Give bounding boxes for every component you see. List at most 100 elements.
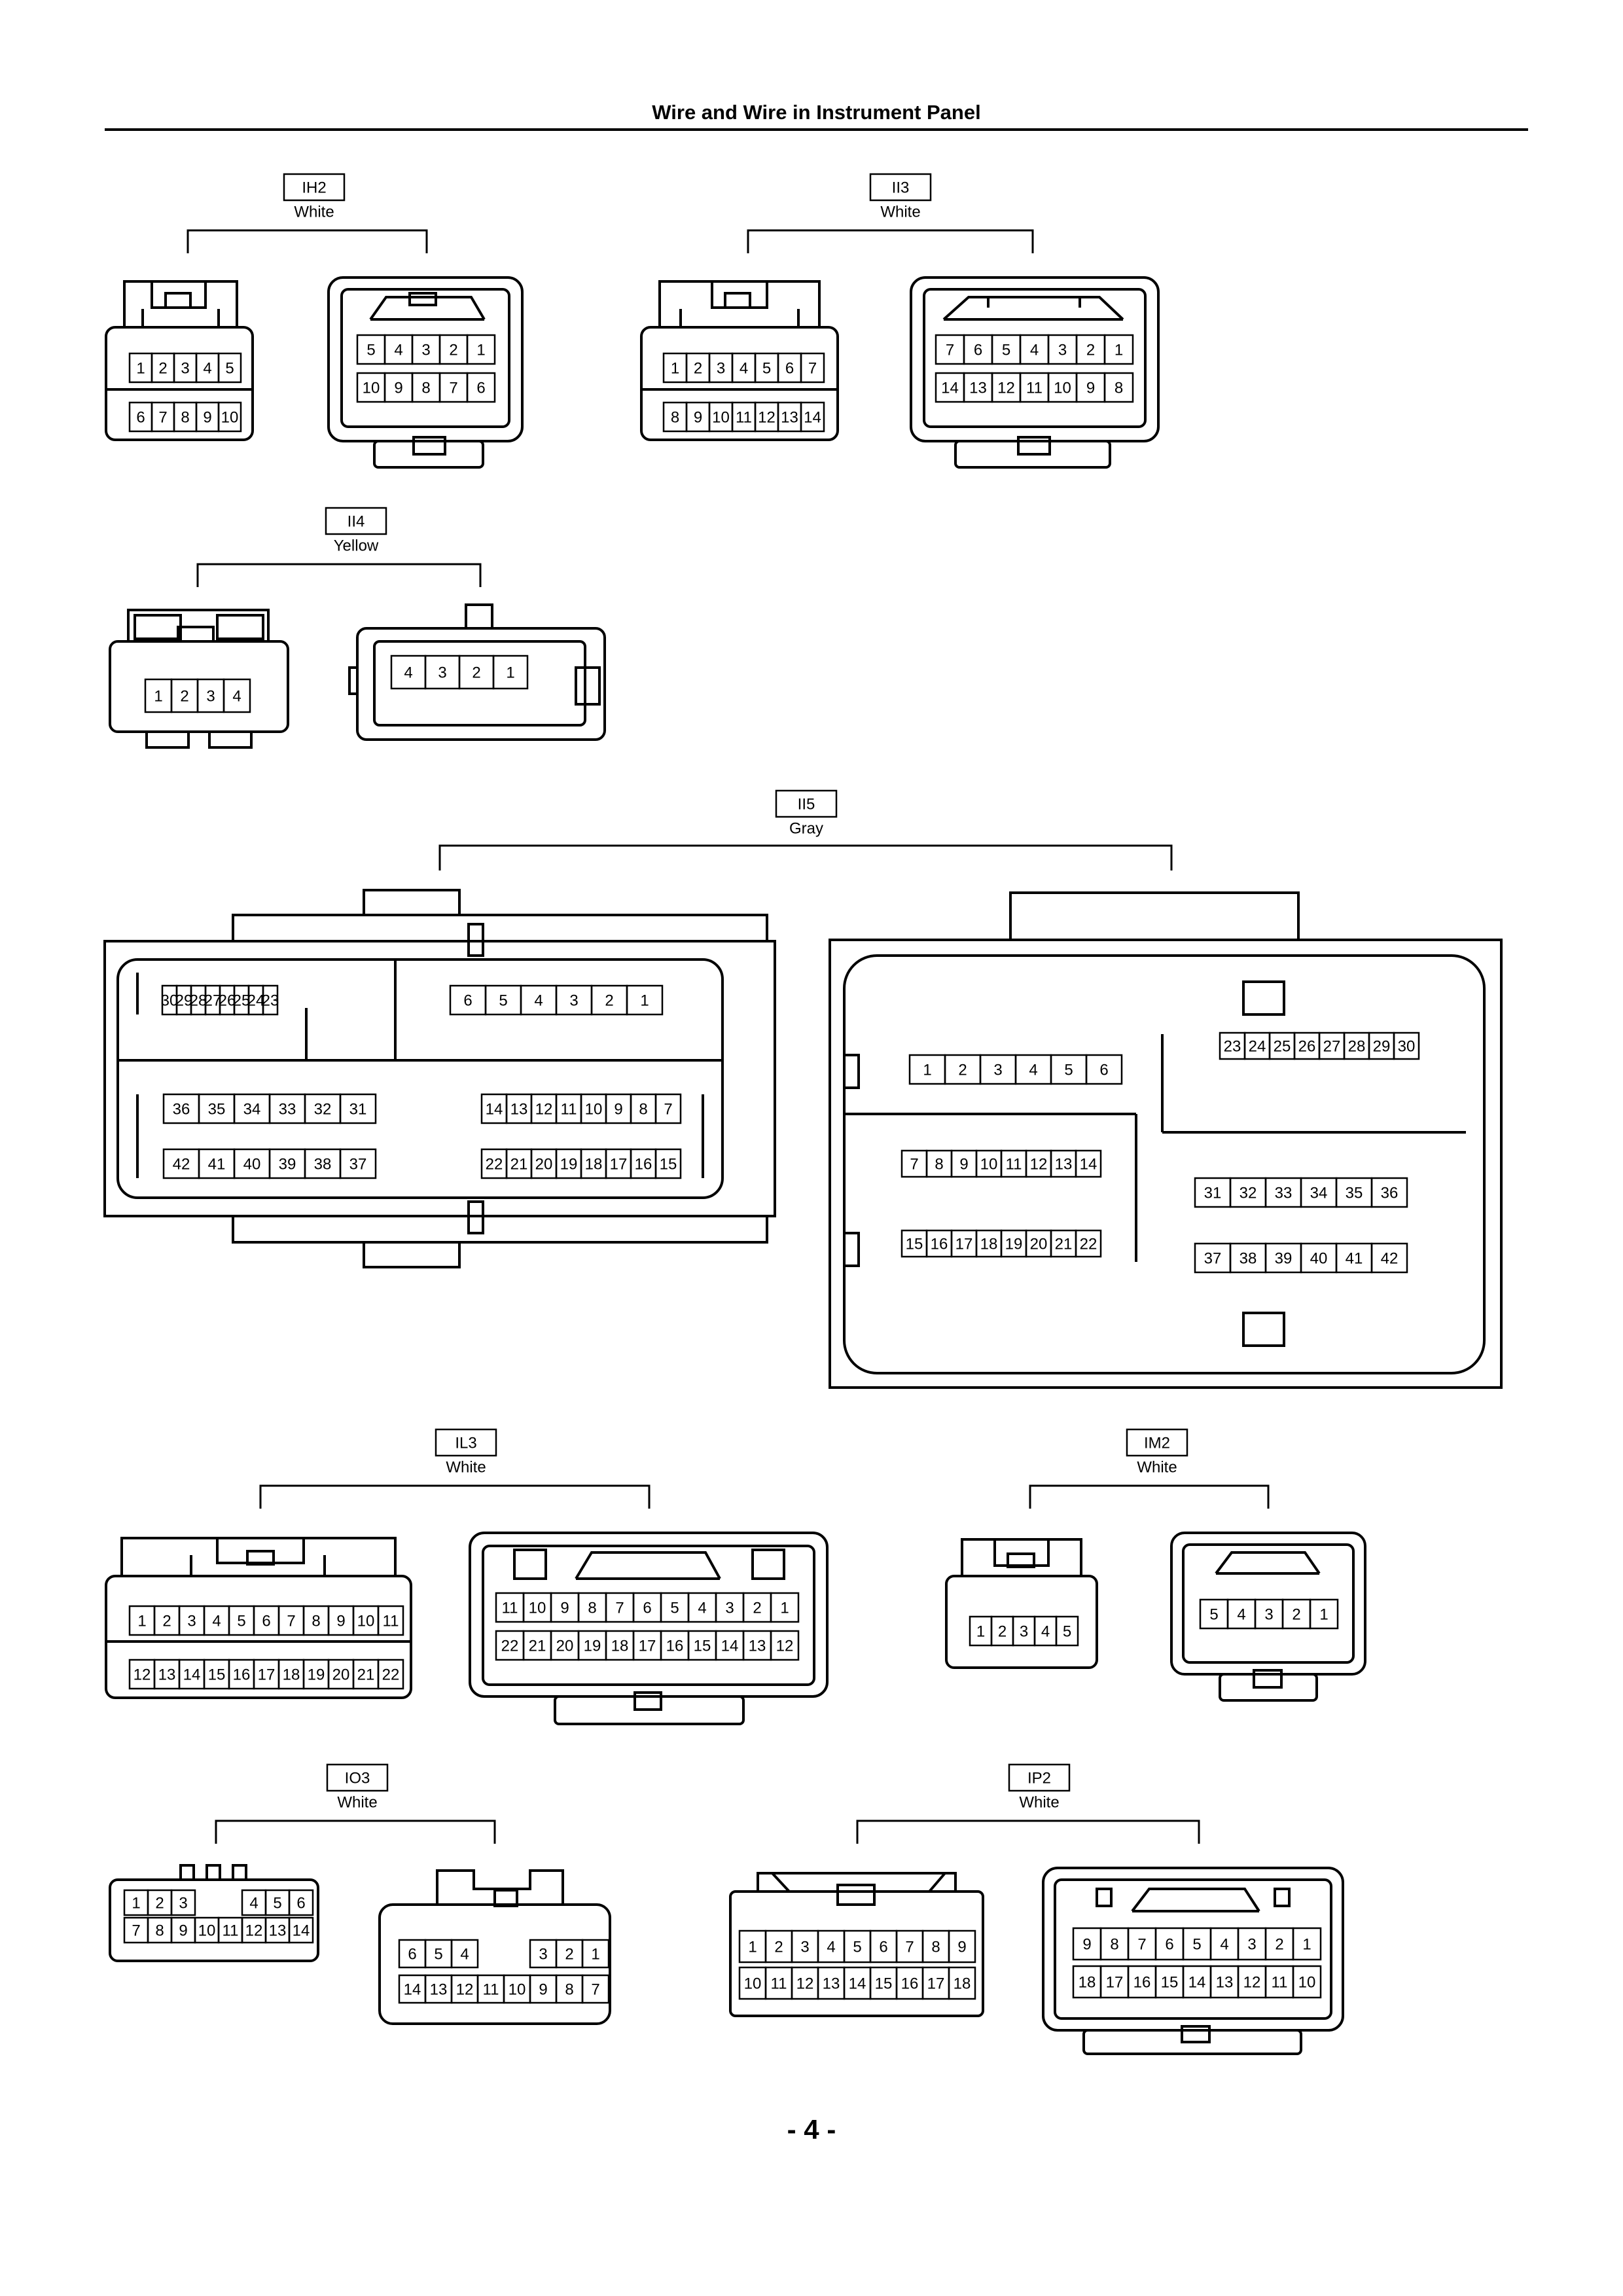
housing-outline xyxy=(1017,436,1051,456)
housing-outline xyxy=(482,1545,815,1686)
pin-number: 6 xyxy=(785,360,794,378)
pin-number: 5 xyxy=(1192,1936,1201,1954)
pin-number: 6 xyxy=(296,1895,305,1912)
pin-number: 3 xyxy=(179,1895,187,1912)
pin-number: 14 xyxy=(1188,1974,1206,1992)
pin-cell xyxy=(1370,1177,1408,1208)
pin-number: 40 xyxy=(1310,1250,1328,1268)
pin-number: 5 xyxy=(1064,1062,1073,1079)
pin-cell xyxy=(1075,1229,1102,1258)
pin-cell xyxy=(288,1916,314,1944)
pin-number: 21 xyxy=(510,1156,528,1174)
pin-number: 19 xyxy=(308,1666,325,1684)
pin-number: 8 xyxy=(671,409,679,427)
latch-outline xyxy=(1131,1888,1260,1912)
pin-number: 7 xyxy=(808,360,817,378)
connector-bracket xyxy=(1029,1484,1270,1509)
pin-number: 10 xyxy=(508,1981,526,1999)
pin-number: 12 xyxy=(1243,1974,1261,1992)
pin-number: 11 xyxy=(502,1600,518,1617)
connector-code-box xyxy=(435,1428,497,1457)
pin-cell xyxy=(1075,1149,1102,1178)
pin-cell xyxy=(339,1148,377,1179)
connector-color: White xyxy=(880,204,920,221)
connector-code-box xyxy=(283,173,346,202)
pin-number: 12 xyxy=(776,1638,794,1655)
pin-number: 1 xyxy=(591,1946,599,1964)
pin-number: 12 xyxy=(1030,1156,1048,1174)
pin-number: 1 xyxy=(748,1939,757,1956)
pin-number: 9 xyxy=(1086,380,1095,397)
pin-cell xyxy=(1292,1927,1322,1961)
connector-color: White xyxy=(1137,1459,1177,1477)
page-title: Wire and Wire in Instrument Panel xyxy=(652,101,981,124)
pin-number: 21 xyxy=(529,1638,546,1655)
latch-outline xyxy=(757,1872,957,1892)
pin-number: 10 xyxy=(712,409,730,427)
pin-number: 7 xyxy=(158,409,167,427)
housing-outline xyxy=(1242,980,1285,1016)
pin-number: 3 xyxy=(717,360,725,378)
pin-cell xyxy=(654,1093,682,1124)
housing-outline xyxy=(373,440,484,469)
pin-number: 19 xyxy=(560,1156,578,1174)
housing-outline xyxy=(1009,891,1300,941)
pin-number: 2 xyxy=(774,1939,783,1956)
pin-number: 9 xyxy=(394,380,402,397)
pin-cell xyxy=(377,1659,404,1690)
pin-number: 10 xyxy=(980,1156,998,1174)
pin-number: 30 xyxy=(1398,1038,1416,1056)
pin-number: 3 xyxy=(438,664,446,682)
pin-number: 16 xyxy=(666,1638,684,1655)
pin-number: 2 xyxy=(1292,1606,1300,1624)
pin-number: 7 xyxy=(910,1156,918,1174)
pin-number: 29 xyxy=(1373,1038,1391,1056)
pin-number: 15 xyxy=(694,1638,711,1655)
housing-outline xyxy=(177,626,215,643)
pin-number: 16 xyxy=(931,1236,948,1253)
pin-number: 17 xyxy=(639,1638,656,1655)
pin-number: 14 xyxy=(941,380,959,397)
pin-number: 6 xyxy=(974,342,982,359)
pin-number: 13 xyxy=(823,1975,840,1993)
pin-number: 3 xyxy=(539,1946,547,1964)
pin-number: 5 xyxy=(366,342,375,359)
pin-number: 8 xyxy=(935,1156,943,1174)
pin-number: 2 xyxy=(162,1613,171,1630)
pin-number: 21 xyxy=(1055,1236,1073,1253)
pin-number: 9 xyxy=(1082,1936,1091,1954)
pin-number: 38 xyxy=(314,1156,332,1174)
housing-outline xyxy=(467,1200,484,1234)
pin-number: 18 xyxy=(283,1666,300,1684)
connector-color: White xyxy=(1019,1794,1059,1812)
pin-number: 39 xyxy=(279,1156,296,1174)
pin-number: 7 xyxy=(615,1600,624,1617)
pin-number: 9 xyxy=(957,1939,966,1956)
connector-code: II3 xyxy=(892,179,910,197)
housing-outline xyxy=(105,1575,412,1699)
housing-outline xyxy=(378,1903,611,2025)
pin-number: 1 xyxy=(136,360,145,378)
housing-outline xyxy=(1182,1543,1355,1664)
housing-outline xyxy=(945,1575,1098,1669)
pin-number: 33 xyxy=(279,1101,296,1119)
pin-number: 6 xyxy=(476,380,485,397)
pin-number: 7 xyxy=(449,380,457,397)
pin-number: 5 xyxy=(1002,342,1010,359)
latch-outline xyxy=(179,1864,195,1880)
pin-number: 11 xyxy=(383,1613,399,1630)
pin-number: 9 xyxy=(560,1600,569,1617)
pin-number: 5 xyxy=(853,1939,861,1956)
housing-outline xyxy=(633,1691,662,1711)
connector-bracket xyxy=(747,229,1034,253)
latch-outline xyxy=(771,1872,946,1893)
latch-outline xyxy=(120,1537,397,1576)
pin-number: 7 xyxy=(946,342,954,359)
